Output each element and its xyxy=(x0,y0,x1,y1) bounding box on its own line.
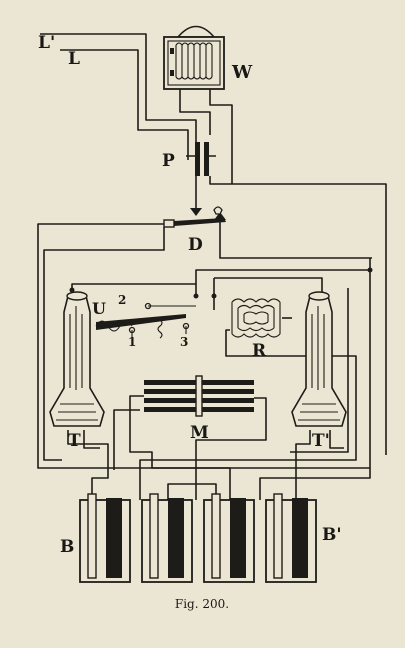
telephone-right xyxy=(291,291,347,427)
label-bell: W xyxy=(231,62,253,83)
label-telephone-right: T' xyxy=(312,431,330,451)
label-magneto: M xyxy=(190,423,209,443)
magneto xyxy=(144,375,254,417)
label-resistance: R xyxy=(252,341,267,361)
label-battery-left: B xyxy=(60,537,74,557)
label-contact-2: 2 xyxy=(118,293,126,307)
switch xyxy=(69,267,373,340)
inner-wiring xyxy=(43,227,371,500)
line-wires xyxy=(40,33,197,160)
figure-caption: Fig. 200. xyxy=(175,597,229,611)
label-switch: U xyxy=(92,299,106,318)
label-line-1: L' xyxy=(38,33,55,53)
label-line-2: L xyxy=(68,49,80,69)
label-key: D xyxy=(188,235,203,255)
label-lightning-arrester: P xyxy=(162,151,175,171)
label-battery-right: B' xyxy=(322,525,342,545)
lightning-arrester xyxy=(186,142,387,455)
telephone-left xyxy=(49,291,105,427)
bell xyxy=(163,25,233,182)
resistance-coil xyxy=(231,298,292,338)
label-contact-1: 1 xyxy=(128,335,136,349)
label-telephone-left: T xyxy=(68,431,81,451)
battery-cells xyxy=(79,493,317,583)
label-contact-3: 3 xyxy=(180,335,188,349)
